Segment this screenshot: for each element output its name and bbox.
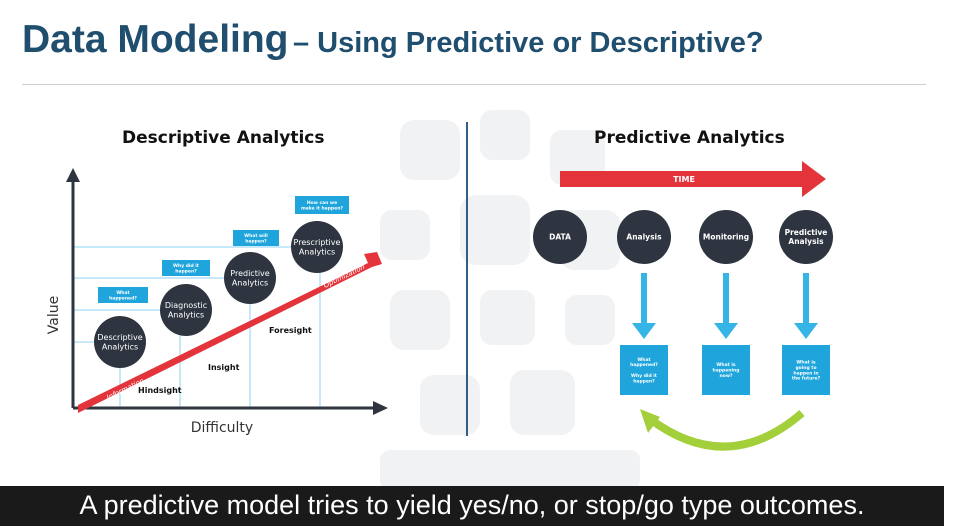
node-label-monitoring: Monitoring (703, 233, 749, 242)
down-arrow-shaft-monitoring (723, 273, 729, 325)
caption-bar: A predictive model tries to yield yes/no… (0, 486, 944, 526)
down-arrow-shaft-analysis (641, 273, 647, 325)
down-arrow-head-analysis (632, 323, 656, 339)
time-arrow-head (802, 161, 826, 197)
panel-divider (466, 122, 468, 436)
node-monitoring (699, 210, 753, 264)
watermark-logo (380, 110, 640, 490)
x-axis-arrowhead (373, 401, 388, 415)
result-box-monitoring (702, 345, 750, 395)
y-axis-arrowhead (66, 168, 80, 182)
circle-descriptive-analytics (94, 316, 146, 368)
circle-prescriptive-analytics (291, 221, 343, 273)
question-box-1 (98, 287, 148, 303)
slide-title: Data Modeling – Using Predictive or Desc… (22, 18, 764, 62)
time-arrow-shaft (560, 171, 804, 187)
circle-predictive-analytics (224, 252, 276, 304)
down-arrow-shaft-prediction (803, 273, 809, 325)
down-arrow-head-monitoring (714, 323, 738, 339)
predictive-panel-title: Predictive Analytics (594, 128, 785, 148)
x-axis-label: Difficulty (191, 420, 253, 436)
feedback-arrow (647, 409, 805, 451)
descriptive-panel-title: Descriptive Analytics (122, 128, 325, 148)
result-box-analysis (620, 345, 668, 395)
node-label-data: DATA (549, 233, 571, 242)
growth-arrow (78, 252, 382, 413)
stage-label-hindsight: Hindsight (138, 386, 182, 395)
node-data (533, 210, 587, 264)
down-arrow-head-prediction (794, 323, 818, 339)
node-analysis (617, 210, 671, 264)
slide-title-sub: – Using Predictive or Descriptive? (292, 27, 764, 59)
result-box-prediction (782, 345, 830, 395)
time-label: TIME (673, 175, 695, 184)
feedback-arrowhead (640, 409, 660, 433)
y-axis-label: Value (46, 296, 62, 334)
circle-diagnostic-analytics (160, 284, 212, 336)
descriptive-analytics-diagram: Value Difficulty Information Optimizatio… (46, 168, 388, 436)
stage-label-insight: Insight (208, 363, 240, 372)
question-box-4 (295, 196, 349, 214)
footer-logo (8, 525, 148, 531)
stage-label-foresight: Foresight (269, 326, 312, 335)
title-divider (22, 84, 926, 85)
question-box-3 (233, 230, 279, 246)
node-predictive-analysis (779, 210, 833, 264)
question-box-2 (162, 260, 210, 276)
node-label-analysis: Analysis (626, 233, 662, 242)
slide-title-main: Data Modeling (22, 18, 289, 61)
